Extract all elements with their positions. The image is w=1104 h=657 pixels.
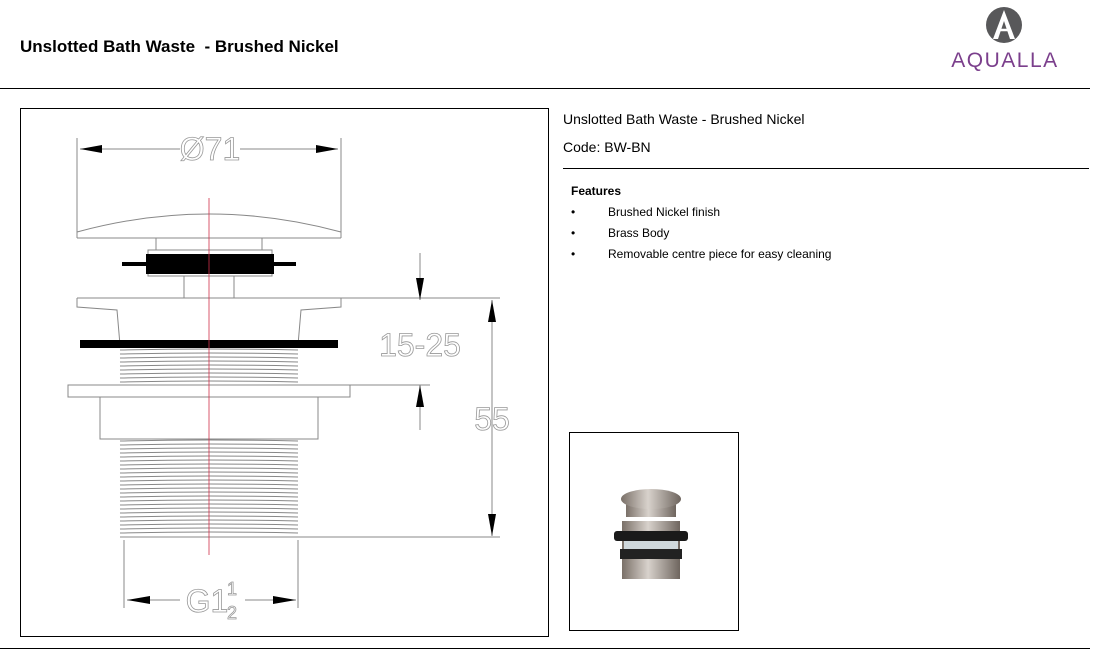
thread-denominator: 2 <box>227 603 237 623</box>
a-circle-logo-icon: AQUALLA <box>951 7 1058 72</box>
diameter-label: Ø71 <box>180 131 240 167</box>
logo-text: AQUALLA <box>951 49 1058 72</box>
product-name: Unslotted Bath Waste - Brushed Nickel <box>563 111 805 127</box>
feature-item: Removable centre piece for easy cleaning <box>608 247 832 261</box>
bullet: • <box>571 247 576 261</box>
thread-numerator: 1 <box>227 579 237 599</box>
range-label: 15-25 <box>379 327 461 363</box>
page-title: Unslotted Bath Waste - Brushed Nickel <box>20 37 339 56</box>
product-photo <box>569 432 739 631</box>
footer-divider <box>0 648 1090 649</box>
bullet: • <box>571 205 576 219</box>
technical-drawing: Ø71 15-25 55 G1 1 2 <box>67 131 510 623</box>
header-divider <box>0 88 1090 89</box>
bath-waste-photo-icon <box>614 489 688 579</box>
technical-drawing-frame <box>20 108 549 637</box>
height-label: 55 <box>474 401 510 437</box>
product-code: Code: BW-BN <box>563 139 651 155</box>
features-heading: Features <box>571 184 622 198</box>
thread-label: G1 <box>186 583 229 619</box>
feature-item: Brushed Nickel finish <box>608 205 721 219</box>
aqualla-logo: AQUALLA <box>925 4 1085 74</box>
bullet: • <box>571 226 576 240</box>
section-divider <box>563 168 1089 169</box>
feature-item: Brass Body <box>608 226 670 240</box>
